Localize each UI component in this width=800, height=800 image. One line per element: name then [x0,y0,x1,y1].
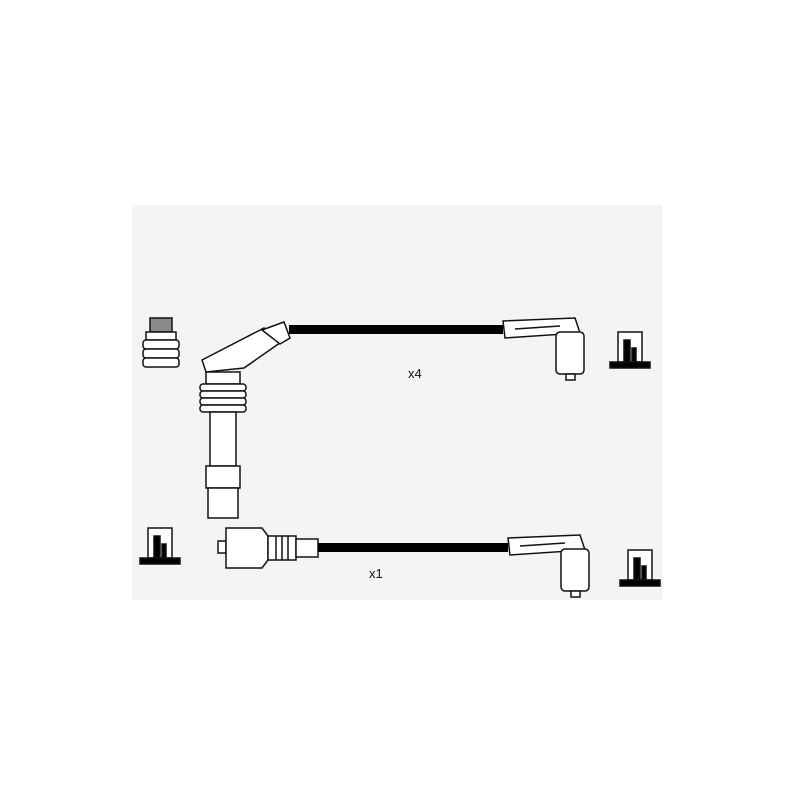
cable-marker-upper-right [609,331,651,369]
lower-set-quantity-label: x1 [369,566,383,581]
upper-distributor-boot-tip [565,373,576,381]
marker-base [139,557,181,565]
terminal-nut [142,317,180,368]
marker-base [609,361,651,369]
lower-distributor-boot-elbow [560,548,590,592]
upper-distributor-boot-line [514,325,561,330]
marker-slot [153,535,161,559]
lower-coil-end-pin [217,540,227,554]
lower-cable [318,543,508,552]
marker-slot-small [161,543,167,559]
cable-marker-lower-right [619,549,661,587]
terminal-nut-tip [149,317,173,333]
marker-slot [623,339,631,363]
terminal-nut-ring-1 [142,339,180,350]
marker-slot-small [641,565,647,581]
upper-boot-rib-4 [199,404,247,413]
upper-boot-neck-cap [260,321,291,345]
terminal-nut-shoulder [145,331,177,341]
lower-lead [217,527,590,598]
lower-distributor-boot-line [519,542,566,547]
upper-distributor-boot-elbow [555,331,585,375]
upper-boot-collar [205,371,241,385]
marker-slot-small [631,347,637,363]
upper-boot-rib-1 [199,383,247,392]
upper-set-quantity-label: x4 [408,366,422,381]
upper-boot-lower-sleeve [205,465,241,489]
cable-marker-lower-left [139,527,181,565]
lower-coil-end-collar [295,538,319,558]
upper-boot-rib-2 [199,390,247,399]
terminal-nut-ring-3 [142,357,180,368]
upper-lead [199,317,585,519]
upper-cable [289,325,503,334]
upper-boot-tube [209,411,237,467]
terminal-nut-ring-2 [142,348,180,359]
marker-base [619,579,661,587]
lower-distributor-boot-tip [570,590,581,598]
upper-boot-angled-neck [201,327,286,373]
upper-boot-end [207,487,239,519]
upper-boot-rib-3 [199,397,247,406]
marker-slot [633,557,641,581]
lower-coil-end-boot [225,527,269,569]
